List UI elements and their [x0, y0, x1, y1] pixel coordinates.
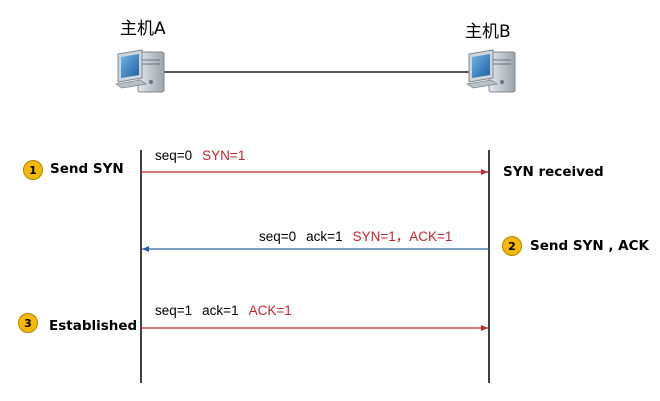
- step-1-label: Send SYN: [50, 161, 124, 177]
- message-2-seq: seq=0: [259, 229, 297, 244]
- message-1-text: seq=0 SYN=1: [155, 148, 245, 163]
- host-b-computer-icon: [465, 49, 516, 93]
- step-3-badge: 3: [18, 313, 38, 333]
- syn-received-label: SYN received: [503, 164, 604, 180]
- message-2-ack: ack=1: [306, 229, 343, 244]
- host-b-label: 主机B: [465, 22, 511, 42]
- message-2-text: seq=0 ack=1 SYN=1，ACK=1: [259, 225, 452, 245]
- step-3-label: Established: [49, 318, 138, 334]
- step-2-badge: 2: [502, 236, 522, 256]
- step-2-label: Send SYN , ACK: [530, 238, 649, 254]
- message-3-text: seq=1 ack=1 ACK=1: [155, 303, 292, 318]
- message-3-flags: ACK=1: [248, 303, 292, 318]
- step-1-badge: 1: [23, 160, 43, 180]
- message-3-ack: ack=1: [202, 303, 239, 318]
- host-a-computer-icon: [114, 49, 165, 93]
- message-1-seq: seq=0: [155, 148, 193, 163]
- message-2-flags: SYN=1，ACK=1: [352, 229, 453, 244]
- host-a-label: 主机A: [120, 19, 166, 39]
- message-3-seq: seq=1: [155, 303, 193, 318]
- message-1-flags: SYN=1: [202, 148, 246, 163]
